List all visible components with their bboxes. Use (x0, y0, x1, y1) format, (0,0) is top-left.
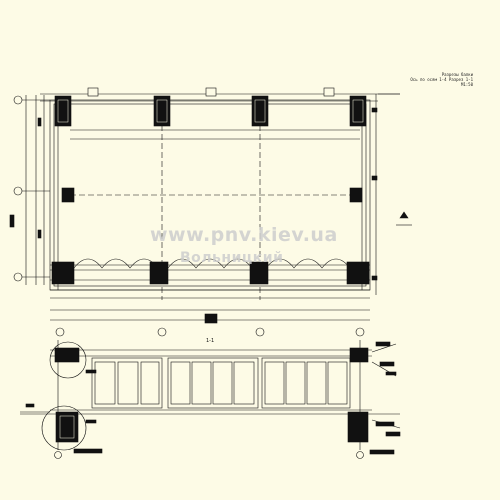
column-hatch (156, 99, 168, 123)
column-hatch (59, 415, 75, 439)
window-pane (285, 361, 306, 405)
detail-callout (41, 405, 87, 451)
column-block (349, 95, 367, 127)
window-pane (306, 361, 327, 405)
column-hatch (57, 99, 69, 123)
level-mark (399, 211, 409, 219)
dimension-text (371, 275, 378, 281)
window-pane (117, 361, 139, 405)
column-section (349, 347, 369, 363)
column-block (249, 261, 269, 285)
axis-bubble (157, 327, 167, 337)
column-section (55, 411, 79, 443)
column-section (54, 347, 80, 363)
column-block (153, 95, 171, 127)
axis-bubble (355, 327, 365, 337)
section-view (20, 340, 401, 459)
plan-inner-outline (53, 103, 367, 287)
column-block (61, 187, 75, 203)
watermark-sub: Вольницкий (180, 250, 284, 266)
top-marker-box (87, 87, 99, 97)
column-block (51, 261, 75, 285)
title-line-2: Ось по осям 1-4 Разрез 1-1 (410, 77, 473, 82)
title-line-3: М1:50 (460, 82, 473, 87)
plan-view (9, 87, 412, 337)
window-pane (94, 361, 116, 405)
dimension-text (37, 229, 42, 239)
section-label: 1-1 (206, 338, 214, 344)
window-group (261, 357, 351, 409)
window-pane (327, 361, 348, 405)
tag-mark (73, 448, 103, 454)
axis-bubble (13, 95, 23, 105)
window-pane (140, 361, 160, 405)
column-section (347, 411, 369, 443)
leader-line (371, 343, 397, 353)
window-pane (212, 361, 233, 405)
axis-bubble (356, 451, 364, 459)
dimension-text (37, 117, 42, 127)
window-pane (170, 361, 191, 405)
tag-mark (375, 421, 395, 427)
axis-bubble (255, 327, 265, 337)
window-pane (264, 361, 285, 405)
column-block (54, 95, 72, 127)
column-block (149, 261, 169, 285)
window-pane (191, 361, 212, 405)
axis-bubble (13, 272, 23, 282)
column-hatch (352, 99, 364, 123)
tag-mark (385, 371, 397, 376)
tag-mark (85, 369, 97, 374)
axis-bubble (54, 451, 62, 459)
tag-mark (385, 431, 401, 437)
column-block (346, 261, 370, 285)
arch-row (265, 258, 351, 269)
tag-mark (25, 403, 35, 408)
dimension-text (9, 214, 15, 228)
top-marker-box (323, 87, 335, 97)
watermark-url: www.pnv.kiev.ua (150, 224, 338, 246)
axis-bubble (13, 186, 23, 196)
title-block: Разрезы балки Ось по осям 1-4 Разрез 1-1… (395, 72, 473, 87)
tag-mark (379, 361, 395, 367)
top-marker-box (205, 87, 217, 97)
dimension-text (371, 175, 378, 181)
tag-mark (375, 341, 391, 347)
window-pane (233, 361, 255, 405)
section-marker (204, 313, 218, 324)
axis-bubble (55, 327, 65, 337)
title-line-1: Разрезы балки (441, 72, 473, 77)
detail-callout (49, 341, 87, 379)
tag-mark (85, 419, 97, 424)
arch-row (167, 258, 253, 269)
column-block (349, 187, 363, 203)
dimension-text (371, 107, 378, 113)
tag-mark (369, 449, 395, 455)
column-hatch (254, 99, 266, 123)
window-group (91, 357, 163, 409)
arch-row (73, 258, 159, 269)
window-group (167, 357, 259, 409)
column-block (251, 95, 269, 127)
